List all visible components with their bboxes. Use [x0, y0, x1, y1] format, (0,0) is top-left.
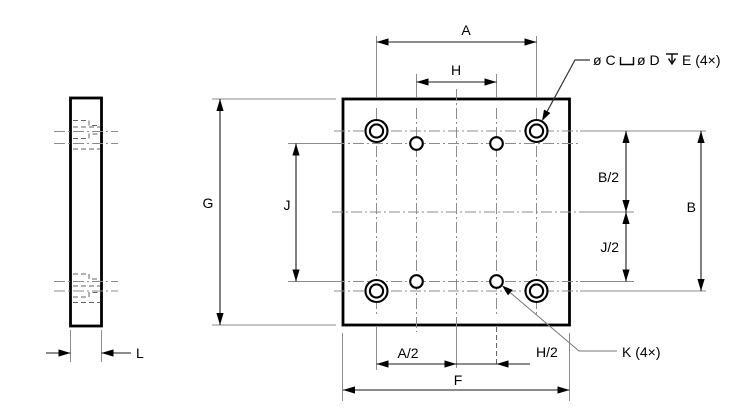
dim-A-label: A	[461, 22, 471, 38]
counterbore-hole	[364, 118, 389, 144]
counterbore-holes	[364, 118, 549, 304]
side-view: L	[46, 96, 144, 362]
callout-counterbore-text-3: E (4×)	[682, 52, 721, 68]
dim-B-half-label: B/2	[598, 169, 619, 185]
counterbore-symbol-icon	[619, 57, 635, 66]
dim-J-half: J/2	[600, 212, 630, 282]
arrowhead	[101, 349, 114, 357]
arrowhead	[58, 349, 71, 357]
k-hole	[489, 136, 504, 151]
dim-B-label: B	[687, 199, 696, 215]
dim-J: J	[284, 143, 336, 282]
dim-H-label: H	[451, 62, 461, 78]
hidden-lines-top	[73, 120, 100, 150]
dim-J-label: J	[284, 197, 291, 213]
dim-G-label: G	[203, 195, 214, 211]
callout-counterbore-text-1: ø C	[593, 52, 616, 68]
dim-H-half: H/2	[456, 344, 558, 368]
dim-G: G	[203, 98, 336, 326]
dim-F-label: F	[454, 372, 463, 388]
dim-B: B	[687, 131, 705, 291]
depth-symbol-icon	[666, 53, 678, 66]
callout-k-text: K (4×)	[622, 344, 661, 360]
front-view	[332, 36, 706, 370]
dimensions: A H G J B/2	[203, 22, 705, 401]
dim-H: H	[416, 62, 497, 86]
dim-B-half: B/2	[598, 131, 630, 212]
side-view-outline	[69, 96, 103, 328]
k-hole	[409, 274, 424, 289]
dim-A: A	[376, 22, 537, 46]
hidden-lines-bottom	[73, 273, 100, 303]
side-view-centerlines	[54, 131, 118, 292]
dim-L: L	[46, 330, 144, 362]
dim-L-label: L	[136, 345, 144, 361]
counterbore-hole	[524, 118, 549, 144]
callout-counterbore-text-2: ø D	[637, 52, 660, 68]
dim-A-half-label: A/2	[397, 345, 418, 361]
dim-H-half-label: H/2	[536, 344, 558, 360]
leader-arrowhead	[542, 109, 551, 121]
dim-F: F	[342, 333, 570, 401]
counterbore-hole	[524, 278, 549, 304]
callout-k: K (4×)	[502, 285, 661, 360]
counterbore-hole	[364, 278, 389, 304]
k-holes	[409, 136, 504, 289]
leader-arrowhead	[502, 285, 513, 296]
dim-J-half-label: J/2	[600, 239, 619, 255]
k-hole	[409, 136, 424, 151]
dim-A-half: A/2	[376, 345, 457, 368]
k-hole	[489, 274, 504, 289]
callout-counterbore: ø C ø D E (4×)	[542, 52, 721, 121]
